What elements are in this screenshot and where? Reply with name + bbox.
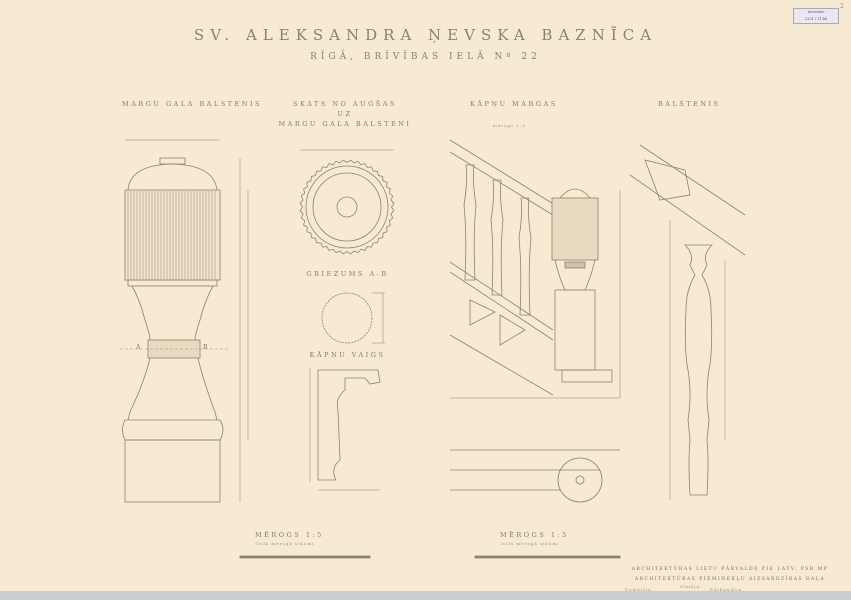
- label-top-view-3: MARGU GALA BALSTENI: [278, 120, 412, 128]
- label-a: A: [136, 344, 141, 351]
- footer-signature-2: Zīmēja: [680, 584, 700, 589]
- footer-line-1: ARCHITEKTŪRAS LIETU PĀRVALDE PIE LATV. P…: [631, 567, 829, 572]
- label-stair-rail: KĀPŅU MARGAS: [470, 100, 558, 108]
- stair-railing-drawing: [449, 139, 621, 503]
- footer-signature-3: Pārbaudīja: [710, 587, 742, 592]
- label-stair-rail-scale: mērogs 1:5: [493, 123, 526, 128]
- baluster-drawing: [629, 144, 746, 500]
- label-top-view-2: UZ: [337, 110, 353, 118]
- baluster: [463, 164, 477, 281]
- label-handrail: KĀPŅU VAIGS: [309, 351, 386, 359]
- corner-mark: 2: [840, 3, 844, 10]
- newel-post-drawing: [120, 139, 249, 503]
- baluster: [518, 197, 532, 316]
- baluster: [490, 179, 504, 296]
- scale-left-label: MĒROGS 1:5: [255, 531, 324, 539]
- scan-border: [0, 591, 851, 600]
- scale-left-sub: lielā mērogā sīkumi: [255, 541, 315, 546]
- label-baluster: BALSTENIS: [658, 100, 721, 108]
- scale-bars: [239, 555, 621, 559]
- label-b: B: [203, 344, 208, 351]
- label-newel-post: MARGU GALA BALSTENIS: [122, 100, 262, 108]
- label-top-view-1: SKATS NO AUGŠAS: [293, 100, 397, 108]
- label-section-ab: GRIEZUMS A-B: [306, 270, 389, 278]
- section-ab-drawing: [321, 292, 385, 344]
- footer-line-2: ARCHITEKTŪRAS PIEMINEKĻU AIZSARDZĪBAS DA…: [634, 577, 826, 582]
- stamp-line-2: 2331 / 11 kb: [804, 17, 828, 21]
- handrail-profile-drawing: [309, 368, 381, 491]
- stamp-line-1: Inventārs: [807, 10, 825, 14]
- footer-signature-1: Uzmērīja: [625, 587, 652, 592]
- drawing-subtitle: RĪGĀ, BRĪVĪBAS IELĀ Nº 22: [310, 52, 541, 62]
- scale-right-label: MĒROGS 1:5: [500, 531, 569, 539]
- top-view-drawing: [299, 149, 395, 255]
- serrated-rim: [299, 159, 395, 255]
- archive-stamp: Inventārs 2331 / 11 kb: [793, 8, 839, 24]
- drawing-title: SV. ALEKSANDRA ŅEVSKA BAZNĪCA: [193, 26, 658, 44]
- scale-right-sub: lielā mērogā sīkumi: [500, 541, 560, 546]
